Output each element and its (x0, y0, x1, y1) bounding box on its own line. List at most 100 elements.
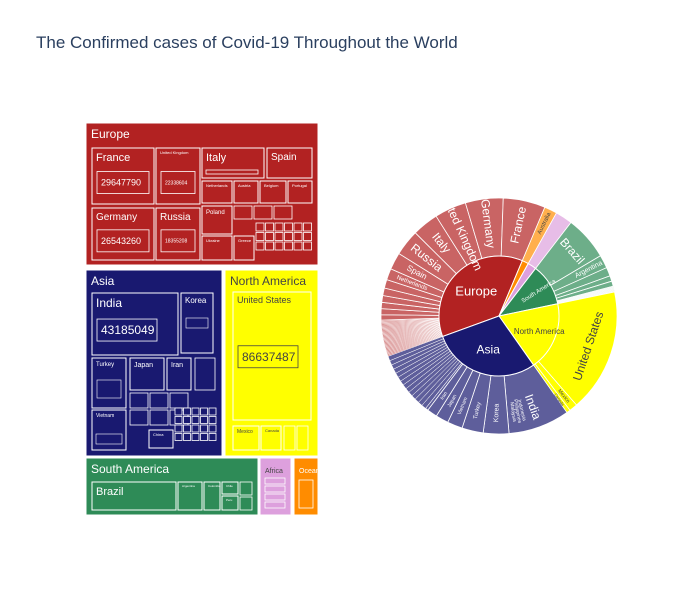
treemap-value-russia: 18355208 (165, 239, 187, 245)
treemap-tile-asia-tiny-3-2 (191, 433, 200, 441)
treemap-tile-europe-tiny-0-4 (293, 222, 303, 232)
treemap-tile-europe-tiny-1-2 (274, 232, 284, 241)
treemap-value-box-italy (205, 169, 259, 175)
treemap-value-box-united-kingdom (160, 171, 196, 194)
treemap-tile-europe-tiny-2-5 (303, 241, 312, 251)
treemap-label-brazil: Brazil (96, 486, 124, 498)
treemap-tile-peru (221, 495, 239, 511)
sunburst-label-north-america: North America (514, 327, 565, 336)
treemap-tile-asia-tiny-3-4 (208, 433, 217, 441)
treemap-label-italy: Italy (206, 152, 227, 164)
treemap-label-france: France (96, 152, 130, 164)
treemap-tile-europe-tiny-1-5 (303, 232, 312, 241)
treemap-tile-europe-tiny-2-0 (255, 241, 265, 251)
treemap-tile-france (91, 147, 155, 205)
treemap-tile-vietnam (91, 409, 127, 451)
treemap-tile-ukraine (201, 235, 233, 261)
sunburst-outer-label-iran: Iran (439, 391, 449, 402)
sunburst-sector-north-america (498, 303, 560, 366)
treemap-label-iran: Iran (171, 362, 183, 369)
treemap-tile-belgium (259, 180, 287, 204)
treemap-tile-asia-tiny-0-4 (208, 407, 217, 416)
treemap-tile-africa-small-3-0 (264, 501, 286, 509)
sunburst-outer-label-germany: Germany (478, 198, 498, 249)
treemap-tile-italy (201, 147, 265, 179)
treemap-tile-europe-tiny-2-4 (293, 241, 303, 251)
treemap-label-africa: Africa (265, 468, 283, 475)
treemap-value-united-kingdom: 22338604 (165, 180, 187, 186)
treemap-tile-korea (180, 292, 214, 354)
treemap-tile-na-small-0-1 (296, 425, 309, 451)
treemap-tile-na-small-0-0 (283, 425, 296, 451)
sunburst-outer-label-japan: Japan (446, 393, 458, 408)
treemap-value-box-russia (160, 229, 196, 253)
treemap-tile-europe-tiny-1-3 (284, 232, 293, 241)
treemap-tile-asia-other (194, 357, 216, 391)
treemap-tile-asia-tiny-3-0 (174, 433, 183, 441)
sunburst-outer-label-philippines: Philippines (512, 399, 523, 424)
treemap-tile-germany (91, 207, 155, 261)
chart-title: The Confirmed cases of Covid-19 Througho… (36, 33, 458, 52)
treemap-tile-asia-tiny-0-3 (200, 407, 208, 416)
treemap-label-spain: Spain (271, 152, 297, 163)
treemap-tile-netherlands (201, 180, 233, 204)
treemap-tile-asia-tiny-1-4 (208, 416, 217, 424)
treemap-tile-africa-small-0-0 (264, 477, 286, 485)
treemap-tile-argentina (177, 481, 203, 511)
treemap-value-india: 43185049 (101, 323, 155, 337)
treemap-tile-spain (266, 147, 313, 179)
treemap-tile-austria (233, 180, 259, 204)
sunburst-outer-label-malaysia: Malaysia (508, 402, 517, 423)
sunburst-outer-label-turkey: Turkey (473, 401, 483, 419)
treemap-tile-asia-tiny-1-2 (191, 416, 200, 424)
treemap-tile-asia-tiny-2-0 (174, 424, 183, 433)
sunburst-outer-label-indonesia: Indonesia (516, 399, 527, 422)
treemap-tile-europe-tiny-1-4 (293, 232, 303, 241)
treemap-label-colombia: Colombia (208, 484, 221, 488)
treemap-tile-europe-tiny-2-2 (274, 241, 284, 251)
treemap-label-asia: Asia (91, 274, 115, 288)
treemap-tile-chile (221, 481, 239, 495)
treemap-tile-asia-tiny-2-3 (200, 424, 208, 433)
treemap-label-greece: Greece (238, 238, 252, 243)
treemap-tile-india (91, 292, 179, 356)
treemap-tile-colombia (203, 481, 221, 511)
treemap-label-chile: Chile (226, 484, 233, 488)
treemap-tile-europe-tiny-0-1 (265, 222, 274, 232)
treemap-tile-europe-tiny-2-1 (265, 241, 274, 251)
treemap-tile-asia-tiny-2-4 (208, 424, 217, 433)
treemap-label-oceania: Oceania (299, 468, 325, 475)
treemap-label-ukraine: Ukraine (206, 238, 221, 243)
treemap-tile-canada (260, 425, 282, 451)
treemap-tile-europe-tiny-1-1 (265, 232, 274, 241)
treemap-label-south-america: South America (91, 462, 169, 476)
treemap-tile-asia-tiny-1-0 (174, 416, 183, 424)
treemap-tile-asia-tiny-1-3 (200, 416, 208, 424)
treemap-tile-asia-tiny-2-1 (183, 424, 191, 433)
treemap-label-vietnam: Vietnam (96, 413, 114, 419)
treemap-tile-asia-tiny-2-2 (191, 424, 200, 433)
treemap-tile-greece (233, 235, 255, 261)
treemap-tile-africa-small-2-0 (264, 493, 286, 501)
treemap-label-belgium: Belgium (264, 183, 279, 188)
treemap-label-canada: Canada (265, 428, 280, 433)
treemap-value-box-united-states (237, 345, 299, 369)
treemap-tile-asia-tiny-1-1 (183, 416, 191, 424)
treemap-value-france: 29647790 (101, 178, 141, 188)
treemap-tile-europe-tiny-0-5 (303, 222, 312, 232)
treemap-tile-united-kingdom (155, 147, 201, 205)
sunburst-outer-label-korea: Korea (493, 403, 500, 422)
treemap-tile-europe-tiny-0-2 (274, 222, 284, 232)
treemap-tile-africa-small-1-0 (264, 485, 286, 493)
treemap-value-box-turkey (96, 379, 122, 399)
treemap-tile-brazil (91, 481, 177, 511)
treemap-label-russia: Russia (160, 212, 191, 223)
treemap-label-turkey: Turkey (96, 362, 114, 368)
treemap-label-north-america: North America (230, 274, 306, 288)
treemap-tile-sa-small-0-0 (239, 481, 253, 496)
treemap-tile-turkey (91, 357, 127, 409)
treemap-label-argentina: Argentina (182, 484, 195, 488)
treemap-value-box-germany (96, 229, 150, 253)
